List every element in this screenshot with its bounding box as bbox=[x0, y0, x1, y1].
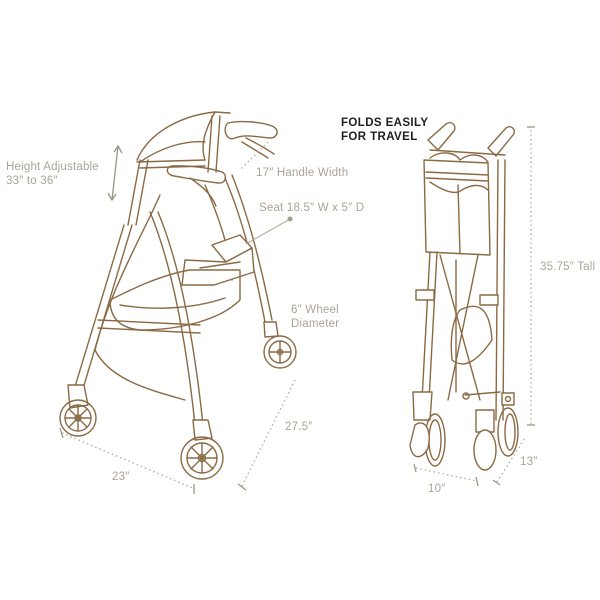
handle-width-label: 17″ Handle Width bbox=[256, 167, 349, 179]
handle-width-leader bbox=[239, 141, 269, 171]
folded-middle-caster bbox=[473, 409, 497, 471]
width-dimension-line bbox=[59, 427, 196, 494]
folded-depth-dimension-line bbox=[492, 437, 526, 486]
folds-easily-heading: FOLDS EASILY FOR TRAVEL bbox=[341, 116, 428, 144]
width-dimension-label: 23″ bbox=[112, 471, 130, 483]
height-arrow bbox=[107, 144, 123, 202]
height-label-line1: Height Adjustable bbox=[6, 161, 99, 173]
folded-walker-drawing bbox=[409, 122, 519, 471]
folded-right-wheel bbox=[497, 392, 519, 457]
folded-width-dimension-line bbox=[413, 463, 479, 487]
wheel-label-line1: 6″ Wheel bbox=[291, 304, 339, 316]
heading-line1: FOLDS EASILY bbox=[341, 117, 429, 129]
tall-dimension-label: 35.75″ Tall bbox=[540, 261, 596, 273]
seat-leader bbox=[245, 216, 293, 245]
height-adjustable-label: Height Adjustable 33″ to 36″ bbox=[6, 160, 99, 188]
depth-dimension-label: 27.5″ bbox=[285, 421, 313, 433]
tall-dimension-line bbox=[527, 126, 535, 426]
folded-depth-label: 13″ bbox=[520, 456, 538, 468]
rear-wheel bbox=[263, 321, 297, 369]
wheel-diameter-label: 6″ Wheel Diameter bbox=[291, 303, 339, 331]
heading-line2: FOR TRAVEL bbox=[341, 131, 418, 143]
height-label-line2: 33″ to 36″ bbox=[6, 175, 58, 187]
front-left-wheel bbox=[59, 384, 97, 437]
folded-width-label: 10″ bbox=[428, 483, 446, 495]
seat-size-label: Seat 18.5″ W x 5″ D bbox=[259, 202, 365, 214]
wheel-label-line2: Diameter bbox=[291, 318, 340, 330]
front-right-wheel bbox=[180, 419, 224, 480]
unfolded-walker-drawing bbox=[59, 111, 297, 480]
folded-left-wheel bbox=[409, 391, 446, 467]
depth-dimension-line bbox=[237, 377, 297, 491]
